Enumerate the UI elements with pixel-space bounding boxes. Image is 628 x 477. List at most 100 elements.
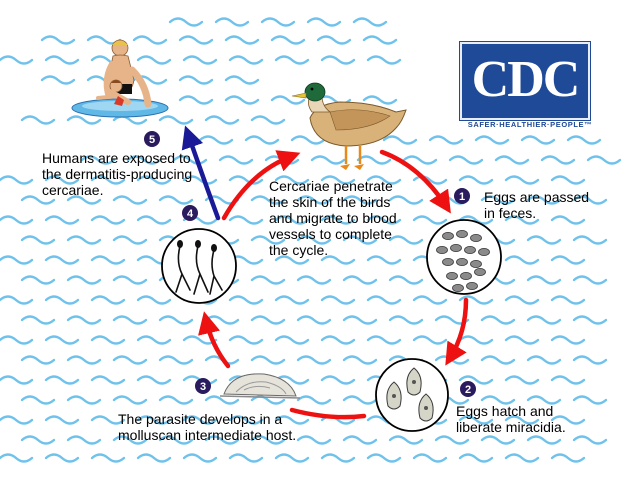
step-4-label: Cercariae penetrate the skin of the bird…: [269, 178, 397, 258]
wave-stroke: [204, 115, 240, 125]
wave-stroke: [274, 335, 310, 345]
wave-stroke: [504, 255, 540, 265]
wave-stroke: [250, 315, 286, 325]
wave-stroke: [158, 435, 194, 445]
wave-stroke: [550, 255, 586, 265]
wave-stroke: [204, 315, 240, 325]
wave-stroke: [228, 415, 264, 425]
wave-stroke: [244, 135, 280, 145]
wave-stroke: [178, 35, 214, 45]
wave-stroke: [182, 453, 218, 463]
step-1-label: Eggs are passed in feces.: [484, 189, 590, 221]
wave-stroke: [44, 215, 80, 225]
wave-stroke: [504, 335, 540, 345]
wave-stroke: [550, 375, 586, 385]
cdc-logo: CDC SAFER·HEALTHIER·PEOPLE™: [454, 38, 606, 129]
eggs-circle: [426, 219, 502, 295]
wave-stroke: [90, 453, 126, 463]
step-5-badge: 5: [144, 131, 160, 147]
wave-stroke: [250, 355, 286, 365]
wave-stroke: [388, 235, 424, 245]
wave-stroke: [388, 315, 424, 325]
wave-stroke: [20, 115, 56, 125]
wave-stroke: [366, 175, 402, 185]
wave-stroke: [366, 55, 402, 65]
wave-stroke: [388, 195, 424, 205]
wave-stroke: [132, 35, 168, 45]
wave-stroke: [342, 435, 378, 445]
wave-stroke: [412, 295, 448, 305]
cdc-logo-box: CDC: [460, 42, 590, 120]
wave-stroke: [112, 195, 148, 205]
wave-stroke: [480, 435, 516, 445]
wave-stroke: [290, 135, 326, 145]
step-4-badge: 4: [182, 205, 198, 221]
wave-stroke: [158, 195, 194, 205]
step-1-badge: 1: [454, 188, 470, 204]
wave-stroke: [274, 175, 310, 185]
wave-stroke: [228, 295, 264, 305]
egg-dot: [442, 257, 454, 266]
wave-stroke: [0, 55, 34, 65]
wave-stroke: [66, 395, 102, 405]
wave-stroke: [44, 255, 80, 265]
egg-dot: [446, 271, 458, 280]
wave-stroke: [136, 175, 172, 185]
wave-stroke: [112, 395, 148, 405]
wave-stroke: [504, 375, 540, 385]
wave-stroke: [342, 275, 378, 285]
wave-stroke: [250, 115, 286, 125]
wave-stroke: [480, 195, 516, 205]
wave-stroke: [434, 435, 470, 445]
wave-stroke: [474, 135, 510, 145]
wave-stroke: [66, 195, 102, 205]
wave-stroke: [342, 195, 378, 205]
egg-dot: [436, 245, 448, 254]
wave-stroke: [526, 275, 562, 285]
wave-stroke: [274, 215, 310, 225]
cercariae-circle: [161, 228, 237, 304]
wave-stroke: [412, 453, 448, 463]
wave-stroke: [412, 215, 448, 225]
wave-stroke: [158, 355, 194, 365]
wave-stroke: [572, 315, 608, 325]
wave-stroke: [44, 55, 80, 65]
wave-stroke: [224, 35, 260, 45]
wave-stroke: [526, 435, 562, 445]
wave-stroke: [316, 35, 352, 45]
wave-stroke: [224, 75, 260, 85]
wave-stroke: [44, 175, 80, 185]
wave-stroke: [480, 395, 516, 405]
wave-stroke: [458, 415, 494, 425]
egg-dot: [478, 247, 490, 256]
wave-stroke: [80, 155, 116, 165]
wave-stroke: [526, 195, 562, 205]
wave-stroke: [366, 295, 402, 305]
egg-dot: [466, 281, 478, 290]
wave-stroke: [480, 355, 516, 365]
wave-stroke: [0, 375, 34, 385]
wave-stroke: [274, 453, 310, 463]
wave-stroke: [296, 435, 332, 445]
step-3-label: The parasite develops in a molluscan int…: [118, 411, 297, 443]
egg-dot: [450, 243, 462, 252]
wave-stroke: [66, 315, 102, 325]
cdc-tagline: SAFER·HEALTHIER·PEOPLE™: [467, 120, 593, 129]
wave-stroke: [136, 55, 172, 65]
wave-stroke: [218, 155, 254, 165]
wave-stroke: [250, 195, 286, 205]
wave-stroke: [90, 175, 126, 185]
wave-stroke: [274, 295, 310, 305]
wave-stroke: [214, 17, 250, 27]
wave-stroke: [362, 95, 398, 105]
wave-stroke: [136, 375, 172, 385]
wave-stroke: [550, 215, 586, 225]
egg-dot: [456, 257, 468, 266]
wave-stroke: [320, 215, 356, 225]
wave-stroke: [458, 175, 494, 185]
wave-stroke: [0, 453, 34, 463]
wave-stroke: [540, 155, 576, 165]
wave-stroke: [90, 415, 126, 425]
wave-stroke: [388, 275, 424, 285]
wave-stroke: [20, 235, 56, 245]
